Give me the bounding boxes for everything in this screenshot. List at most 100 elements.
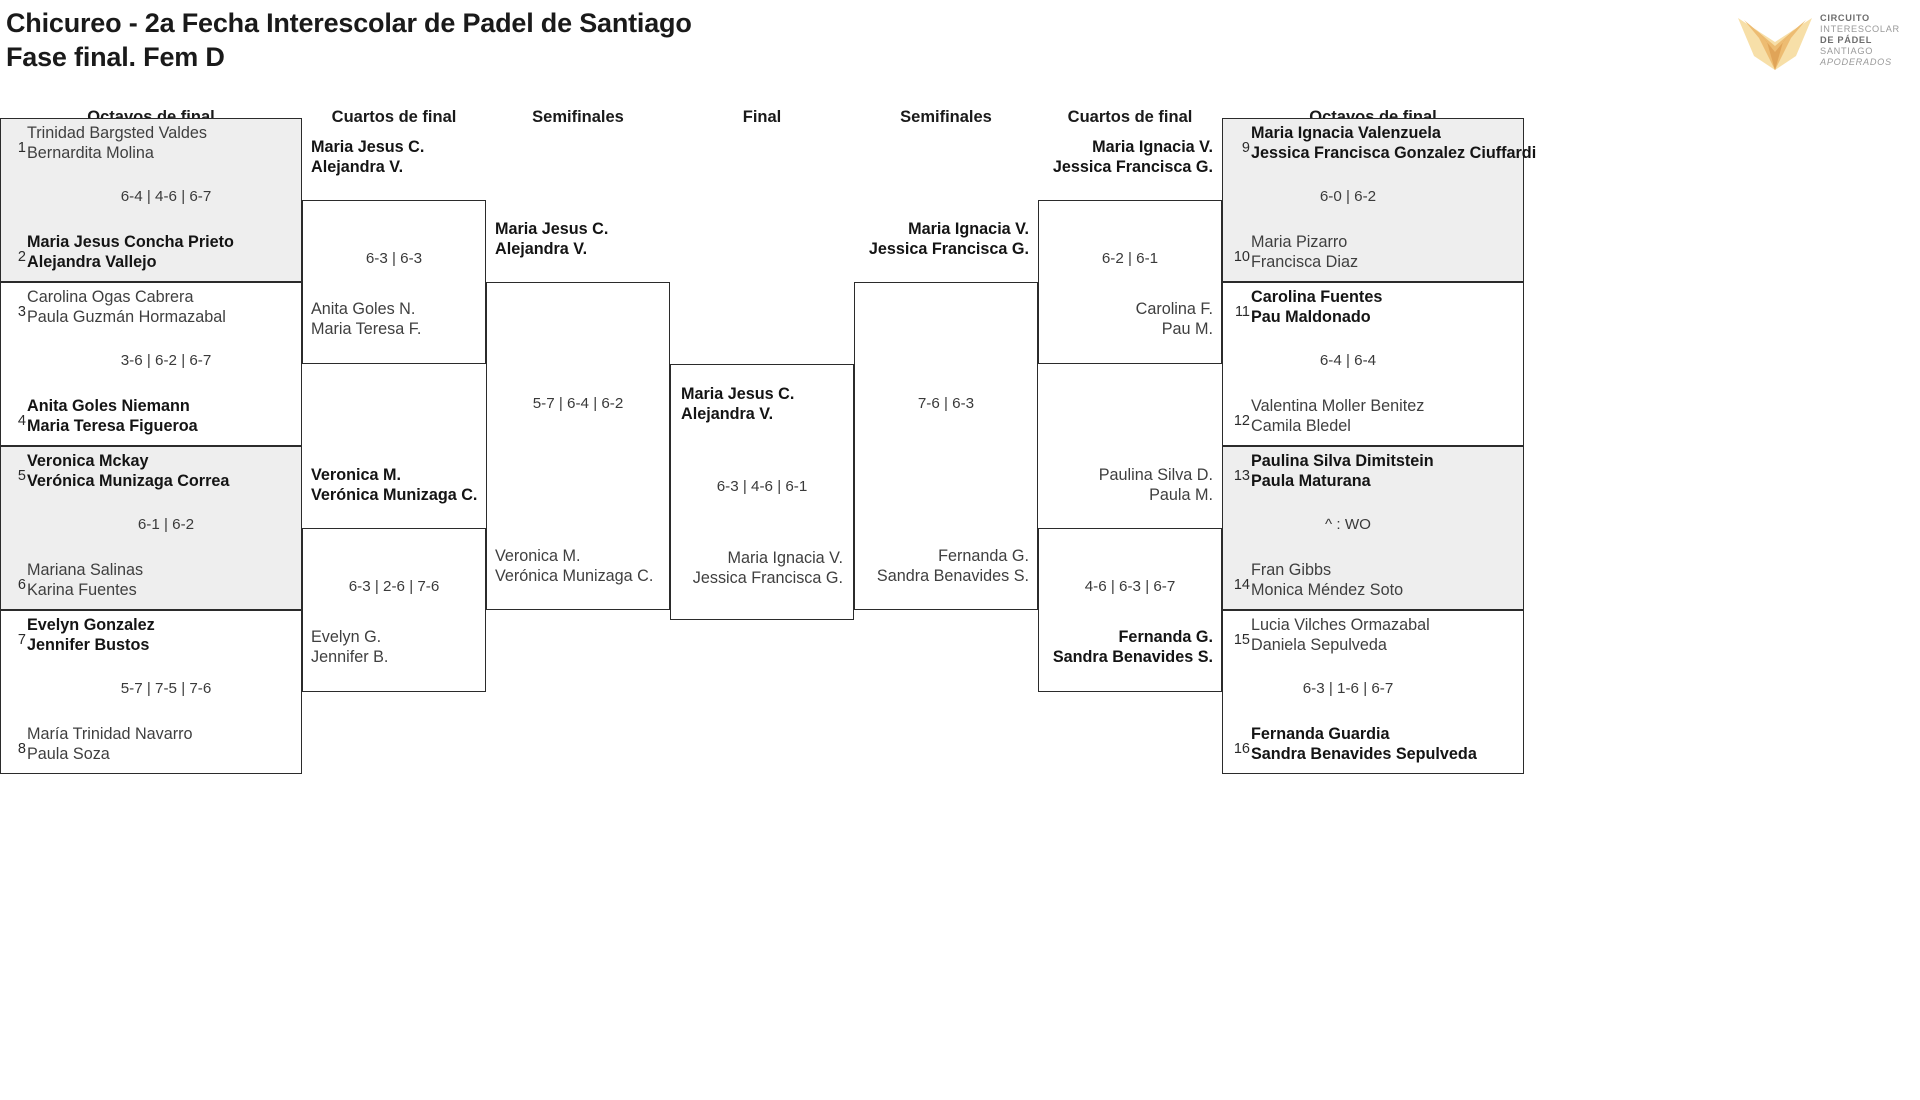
left-semis-1-team-top: Maria Jesus C.Alejandra V.: [495, 220, 663, 259]
match-box-left-octavos-3[interactable]: [0, 446, 302, 610]
right-cuartos-2-team-top-player-2: Paula M.: [1149, 485, 1213, 504]
final-team-top-player-2: Alejandra V.: [681, 404, 774, 423]
left-semis-1-team-bottom-player-2: Verónica Munizaga C.: [495, 566, 654, 585]
round-header-final: Final: [742, 108, 782, 126]
title-line-1: Chicureo - 2a Fecha Interescolar de Pade…: [6, 8, 692, 38]
left-cuartos-1-score: 6-3 | 6-3: [365, 250, 423, 267]
match-box-right-octavos-2[interactable]: [1222, 282, 1524, 446]
right-octavos-4-score: 6-3 | 1-6 | 6-7: [1302, 680, 1394, 697]
left-cuartos-2-team-bottom-player-2: Jennifer B.: [311, 647, 389, 666]
left-octavos-2-team-top-seed: 3: [17, 304, 26, 320]
right-cuartos-1-team-top-player-2: Jessica Francisca G.: [1052, 157, 1213, 176]
right-semis-1-team-bottom-player-1: Fernanda G.: [938, 547, 1029, 565]
match-box-left-cuartos-2[interactable]: [302, 528, 486, 692]
left-semis-1-team-bottom: Veronica M.Verónica Munizaga C.: [495, 547, 663, 586]
left-cuartos-1-team-bottom-player-2: Maria Teresa F.: [311, 319, 422, 338]
left-cuartos-2-team-bottom-player-1: Evelyn G.: [311, 628, 382, 646]
round-header-right-semis: Semifinales: [900, 108, 992, 126]
logo-line-4: SANTIAGO: [1820, 46, 1874, 57]
round-header-left-cuartos: Cuartos de final: [331, 108, 457, 126]
right-cuartos-2-team-bottom-player-2: Sandra Benavides S.: [1052, 647, 1213, 666]
right-octavos-1-team-bottom-player-1: Maria Pizarro: [1251, 233, 1348, 251]
right-octavos-3-team-bottom-seed: 14: [1233, 577, 1250, 593]
left-semis-1-team-top-player-2: Alejandra V.: [495, 239, 588, 258]
left-octavos-2-team-bottom-player-2: Maria Teresa Figueroa: [27, 416, 198, 435]
right-octavos-4-team-bottom-player-1: Fernanda Guardia: [1251, 725, 1390, 743]
left-cuartos-1-team-bottom: Anita Goles N.Maria Teresa F.: [311, 300, 479, 339]
match-box-right-cuartos-2[interactable]: [1038, 528, 1222, 692]
left-octavos-1-team-top-player-2: Bernardita Molina: [27, 143, 154, 162]
left-octavos-1-team-top-player-1: Trinidad Bargsted Valdes: [27, 124, 207, 142]
match-box-left-octavos-4[interactable]: [0, 610, 302, 774]
left-octavos-2-team-bottom-seed: 4: [17, 413, 26, 429]
left-cuartos-1-team-top-player-2: Alejandra V.: [311, 157, 404, 176]
match-box-left-semis-1[interactable]: [486, 282, 670, 610]
right-octavos-2-team-top-player-1: Carolina Fuentes: [1251, 288, 1383, 306]
right-octavos-1-team-top-player-1: Maria Ignacia Valenzuela: [1251, 124, 1441, 142]
left-octavos-4-team-bottom-seed: 8: [17, 741, 26, 757]
final-team-top-player-1: Maria Jesus C.: [681, 385, 795, 403]
right-octavos-2-team-bottom-seed: 12: [1233, 413, 1250, 429]
right-octavos-1-team-bottom-player-2: Francisca Diaz: [1251, 252, 1359, 271]
left-octavos-3-score: 6-1 | 6-2: [137, 516, 195, 533]
right-semis-1-team-top: Maria Ignacia V.Jessica Francisca G.: [854, 220, 1029, 259]
final-team-top: Maria Jesus C.Alejandra V.: [681, 385, 845, 424]
match-box-right-octavos-4[interactable]: [1222, 610, 1524, 774]
left-octavos-1-team-bottom-player-1: Maria Jesus Concha Prieto: [27, 233, 234, 251]
left-cuartos-2-score: 6-3 | 2-6 | 7-6: [348, 578, 440, 595]
right-octavos-2-score: 6-4 | 6-4: [1319, 352, 1377, 369]
right-octavos-3-team-top-seed: 13: [1233, 468, 1250, 484]
right-octavos-4-team-top-seed: 15: [1233, 632, 1250, 648]
right-octavos-2-team-top-player-2: Pau Maldonado: [1251, 307, 1371, 326]
right-octavos-1-score: 6-0 | 6-2: [1319, 188, 1377, 205]
round-header-right-cuartos: Cuartos de final: [1067, 108, 1193, 126]
match-box-left-octavos-2[interactable]: [0, 282, 302, 446]
match-box-right-cuartos-1[interactable]: [1038, 200, 1222, 364]
left-octavos-4-team-top-player-2: Jennifer Bustos: [27, 635, 150, 654]
left-octavos-1-team-bottom-player-2: Alejandra Vallejo: [27, 252, 157, 271]
right-semis-1-team-bottom: Fernanda G.Sandra Benavides S.: [854, 547, 1029, 586]
match-box-right-octavos-1[interactable]: [1222, 118, 1524, 282]
left-octavos-2-score: 3-6 | 6-2 | 6-7: [120, 352, 212, 369]
left-octavos-1-team-top-seed: 1: [17, 140, 26, 156]
left-octavos-3-team-bottom-player-1: Mariana Salinas: [27, 561, 144, 579]
left-octavos-3-team-top-player-2: Verónica Munizaga Correa: [27, 471, 230, 490]
left-octavos-3-team-bottom-player-2: Karina Fuentes: [27, 580, 137, 599]
final-team-bottom-player-1: Maria Ignacia V.: [727, 549, 843, 567]
right-cuartos-1-team-bottom-player-1: Carolina F.: [1135, 300, 1213, 318]
right-octavos-3-score: ^ : WO: [1325, 516, 1371, 533]
left-cuartos-1-team-top: Maria Jesus C.Alejandra V.: [311, 138, 479, 177]
logo-line-2: INTERESCOLAR: [1820, 24, 1900, 35]
left-octavos-3-team-bottom-seed: 6: [17, 577, 26, 593]
final-team-bottom-player-2: Jessica Francisca G.: [692, 568, 843, 587]
left-octavos-4-score: 5-7 | 7-5 | 7-6: [120, 680, 212, 697]
right-semis-1-team-bottom-player-2: Sandra Benavides S.: [876, 566, 1029, 585]
match-box-left-octavos-1[interactable]: [0, 118, 302, 282]
left-octavos-4-team-top-seed: 7: [17, 632, 26, 648]
match-box-left-cuartos-1[interactable]: [302, 200, 486, 364]
match-box-final[interactable]: [670, 364, 854, 620]
circuito-padel-logo: CIRCUITO INTERESCOLAR DE PÁDEL SANTIAGO …: [1736, 8, 1914, 74]
match-box-right-semis-1[interactable]: [854, 282, 1038, 610]
right-octavos-1-team-top-player-2: Jessica Francisca Gonzalez Ciuffardi: [1251, 143, 1537, 162]
right-cuartos-1-score: 6-2 | 6-1: [1101, 250, 1159, 267]
right-octavos-3-team-top-player-2: Paula Maturana: [1251, 471, 1371, 490]
left-cuartos-1-team-top-player-1: Maria Jesus C.: [311, 138, 425, 156]
left-semis-1-team-top-player-1: Maria Jesus C.: [495, 220, 609, 238]
arrow-logo-icon: [1738, 18, 1812, 70]
right-octavos-1-team-bottom-seed: 10: [1233, 249, 1250, 265]
right-octavos-3-team-top-player-1: Paulina Silva Dimitstein: [1251, 452, 1434, 470]
left-cuartos-2-team-bottom: Evelyn G.Jennifer B.: [311, 628, 479, 667]
match-box-right-octavos-3[interactable]: [1222, 446, 1524, 610]
